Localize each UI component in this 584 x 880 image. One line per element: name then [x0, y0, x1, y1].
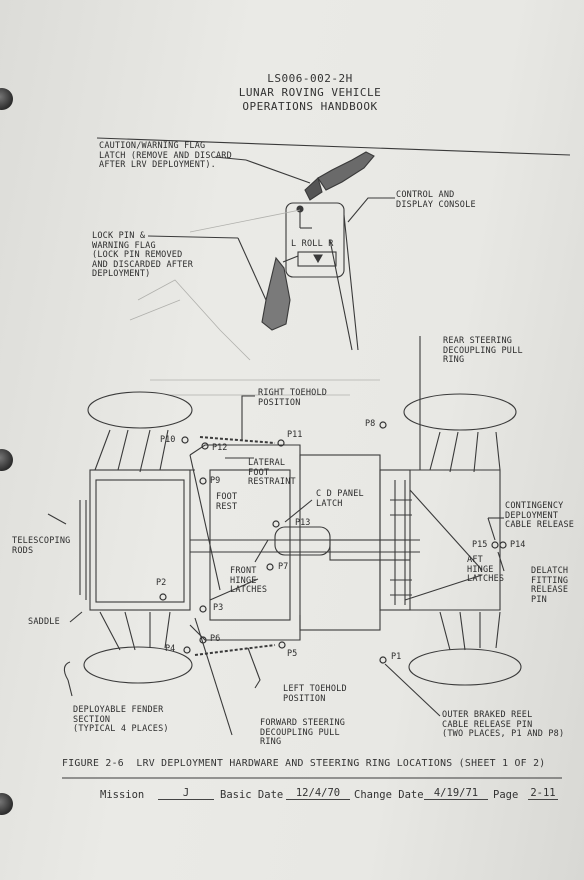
lock-pin-flag	[261, 256, 291, 331]
saddle-label: SADDLE	[28, 617, 60, 627]
binder-hole-bottom	[0, 793, 13, 815]
point-p3-marker	[199, 605, 207, 613]
point-p13: P13	[295, 518, 311, 528]
center-chassis	[299, 454, 381, 631]
figure-caption: FIGURE 2-6 LRV DEPLOYMENT HARDWARE AND S…	[62, 758, 546, 769]
point-p6-marker	[199, 636, 207, 644]
point-p1: P1	[391, 652, 402, 662]
telescoping-label: TELESCOPING RODS	[12, 536, 71, 556]
doc-number: LS006-002-2H	[267, 72, 353, 85]
point-p7-marker	[266, 563, 274, 571]
point-p9: P9	[210, 476, 221, 486]
wheel-rear-left	[408, 648, 522, 686]
mission-value: J	[158, 787, 214, 800]
wheel-front-right	[87, 391, 193, 429]
point-p12-marker	[201, 442, 209, 450]
point-p14: P14	[510, 540, 526, 550]
delatch-label: DELATCH FITTING RELEASE PIN	[531, 566, 569, 605]
header-rule	[96, 137, 571, 156]
lock-pin-label: LOCK PIN & WARNING FLAG (LOCK PIN REMOVE…	[92, 231, 194, 279]
cd-panel-label: C D PANEL LATCH	[316, 489, 364, 509]
point-p9-marker	[199, 477, 207, 485]
point-p1-marker	[379, 656, 387, 664]
point-p10: P10	[160, 435, 176, 445]
basic-date-label: Basic Date	[220, 789, 284, 801]
change-date-value: 4/19/71	[424, 787, 488, 800]
point-p15: P15	[472, 540, 488, 550]
front-hinge-label: FRONT HINGE LATCHES	[230, 566, 268, 595]
point-p6: P6	[210, 634, 221, 644]
aft-hinge-label: AFT HINGE LATCHES	[467, 555, 505, 584]
caution-flag	[317, 151, 375, 191]
basic-date-value: 12/4/70	[286, 787, 350, 800]
page-label: Page	[493, 789, 519, 801]
right-toehold-label: RIGHT TOEHOLD POSITION	[258, 388, 328, 408]
outer-brake-label: OUTER BRAKED REEL CABLE RELEASE PIN (TWO…	[442, 710, 565, 739]
point-p8: P8	[365, 419, 376, 429]
point-p13-marker	[272, 520, 280, 528]
point-p4: P4	[165, 644, 176, 654]
point-p12: P12	[212, 443, 228, 453]
point-p10-marker	[181, 436, 189, 444]
point-p4-marker	[183, 646, 191, 654]
fender-label: DEPLOYABLE FENDER SECTION (TYPICAL 4 PLA…	[73, 705, 169, 734]
foot-rest-label: FOOT REST	[216, 492, 238, 512]
point-p11: P11	[287, 430, 303, 440]
point-p7: P7	[278, 562, 289, 572]
front-chassis	[89, 469, 191, 611]
point-p8-marker	[379, 421, 387, 429]
point-p11-marker	[277, 439, 285, 447]
point-p2: P2	[156, 578, 167, 588]
console-roll-label: L ROLL R	[291, 239, 334, 249]
rear-steering-label: REAR STEERING DECOUPLING PULL RING	[443, 336, 523, 365]
wheel-rear-right	[403, 393, 517, 431]
point-p5-marker	[278, 641, 286, 649]
point-p15-marker	[491, 541, 499, 549]
change-date-label: Change Date	[354, 789, 424, 801]
forward-steering-label: FORWARD STEERING DECOUPLING PULL RING	[260, 718, 346, 747]
control-console	[285, 202, 345, 278]
point-p14-marker	[499, 541, 507, 549]
caution-flag-label: CAUTION/WARNING FLAG LATCH (REMOVE AND D…	[99, 141, 232, 170]
point-p3: P3	[213, 603, 224, 613]
doc-title-line2: OPERATIONS HANDBOOK	[242, 100, 378, 113]
wheel-front-left	[83, 646, 193, 684]
control-console-label: CONTROL AND DISPLAY CONSOLE	[396, 190, 476, 210]
page-value: 2-11	[528, 787, 558, 800]
mission-label: Mission	[100, 789, 145, 801]
binder-hole-middle	[0, 449, 13, 471]
left-toehold-label: LEFT TOEHOLD POSITION	[283, 684, 347, 704]
lateral-foot-label: LATERAL FOOT RESTRAINT	[248, 458, 296, 487]
point-p2-marker	[159, 593, 167, 601]
contingency-label: CONTINGENCY DEPLOYMENT CABLE RELEASE	[505, 501, 575, 530]
binder-hole-top	[0, 88, 13, 110]
point-p5: P5	[287, 649, 298, 659]
doc-title-line1: LUNAR ROVING VEHICLE	[238, 86, 382, 99]
